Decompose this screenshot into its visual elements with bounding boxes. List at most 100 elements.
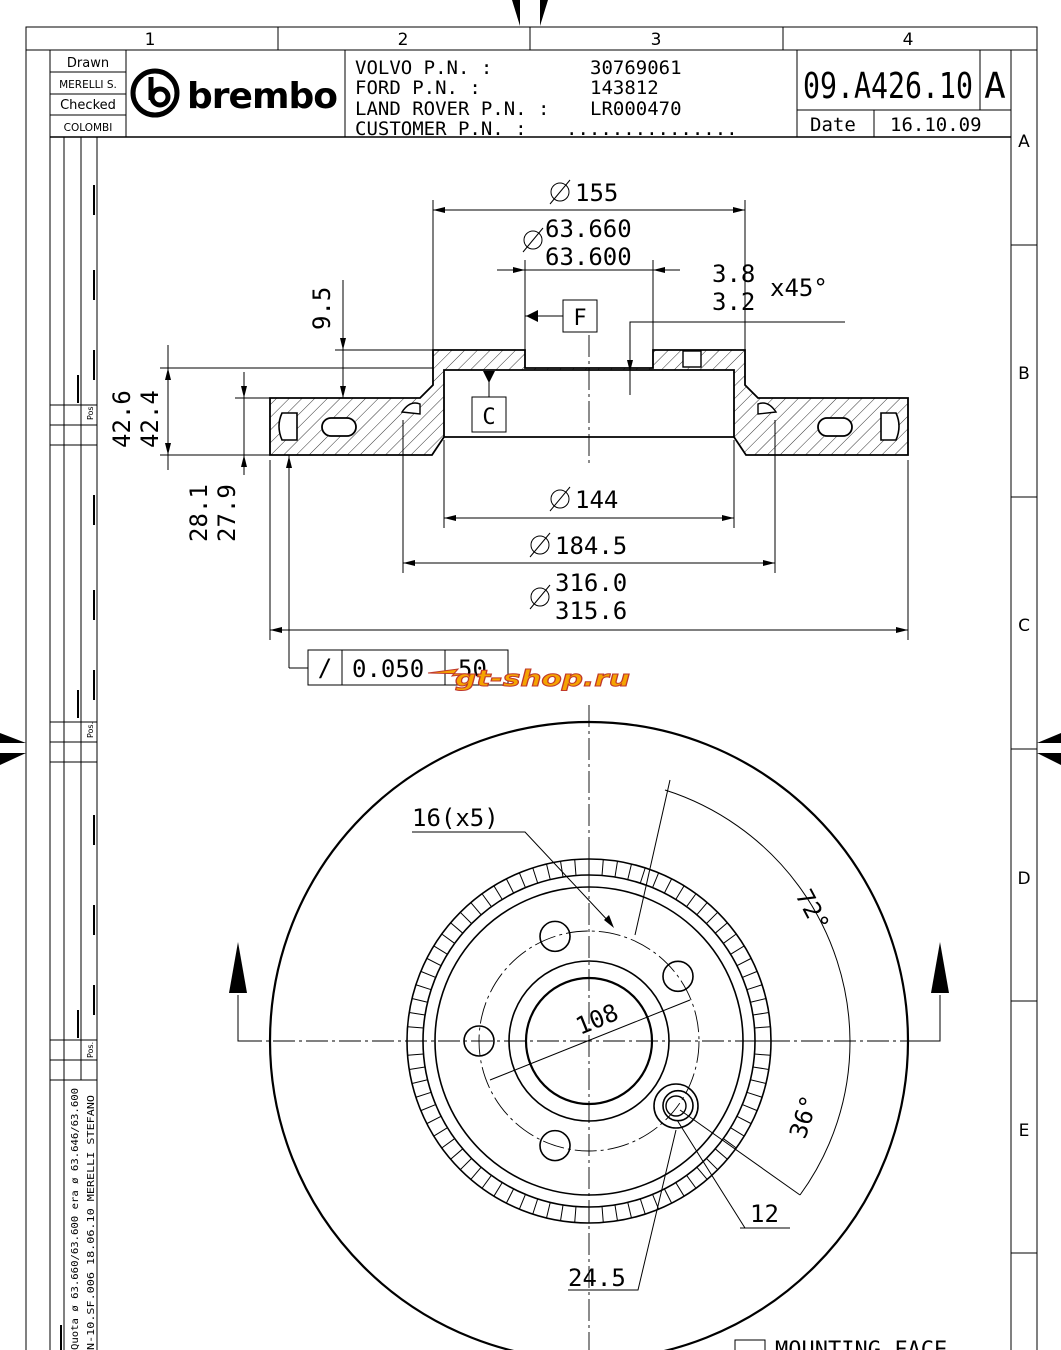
column-label-1: 1 <box>145 30 156 50</box>
tone-ring-tooth <box>409 1066 426 1070</box>
tone-ring-tooth <box>714 1148 728 1160</box>
dim-d184: 184.5 <box>555 532 627 560</box>
tone-ring-tooth <box>407 1053 424 1056</box>
title-block: Drawn MERELLI S. Checked COLOMBI brembo … <box>49 50 1011 1350</box>
diameter-symbol-icon <box>529 584 551 610</box>
tone-ring-tooth <box>754 1053 771 1056</box>
tone-ring-tooth <box>752 1012 769 1016</box>
tone-ring-tooth <box>407 1026 424 1029</box>
tone-ring-tooth <box>663 1188 673 1204</box>
landrover-pn: LR000470 <box>590 98 682 120</box>
brembo-logo-icon <box>130 68 180 118</box>
tone-ring-tooth <box>752 1066 769 1070</box>
tone-ring-tooth <box>601 1206 604 1223</box>
tone-ring-tooth <box>560 1204 564 1221</box>
tone-ring-tooth <box>614 1204 618 1221</box>
cooling-vane-slot <box>321 417 357 437</box>
wheel-bolt-hole <box>539 920 571 953</box>
tone-ring-tooth <box>532 867 539 884</box>
disc-outer-edge <box>268 720 910 1350</box>
tone-ring-tooth <box>411 1079 428 1084</box>
datum-c-label: C <box>482 405 495 430</box>
tone-ring-tooth <box>706 1158 719 1171</box>
pos-label-3: Pos. <box>86 1042 95 1058</box>
tone-ring-tooth <box>627 1202 632 1219</box>
date-value: 16.10.09 <box>890 114 982 136</box>
view-arrow-right-icon <box>915 942 949 1042</box>
runout-reference: 50 <box>458 655 487 683</box>
pos-label-1: Pos. <box>86 404 95 420</box>
column-label-3: 3 <box>651 30 662 50</box>
runout-value: 0.050 <box>352 655 424 683</box>
tone-ring-tooth <box>481 893 492 907</box>
column-label-4: 4 <box>903 30 914 50</box>
tone-ring-tooth <box>652 872 660 888</box>
tone-ring-tooth <box>415 1091 432 1098</box>
tone-ring-tooth <box>433 945 448 955</box>
diameter-symbol-icon <box>549 486 571 512</box>
tone-ring-teeth <box>407 859 771 1223</box>
row-label-d: D <box>1017 869 1030 889</box>
tone-ring-tooth <box>706 911 719 924</box>
tone-ring-tooth <box>723 1138 737 1149</box>
dim-thickness-min: 27.9 <box>213 484 241 542</box>
tone-ring-tooth <box>754 1026 771 1029</box>
tone-ring-tooth <box>723 933 737 944</box>
tone-ring-tooth <box>459 1158 472 1171</box>
brembo-wordmark: brembo <box>187 76 337 117</box>
dim-angle-72: 72° <box>790 885 835 936</box>
row-label-e: E <box>1019 1121 1030 1141</box>
tone-ring-tooth <box>574 1206 577 1223</box>
center-bore <box>524 976 654 1106</box>
tone-ring-tooth <box>742 970 758 978</box>
customer-pn: ............... <box>566 118 738 140</box>
revision-strip: Pos. Pos. Pos. Quota ø 63.660/63.600 era… <box>50 137 98 1350</box>
tone-ring-tooth <box>574 859 577 876</box>
dim-hat-height: 9.5 <box>308 287 336 330</box>
tone-ring-tooth <box>696 902 708 916</box>
tone-ring-tooth <box>730 1127 745 1137</box>
tone-ring-tooth <box>470 902 482 916</box>
tone-ring-tooth <box>686 893 697 907</box>
revision-letter: A <box>984 66 1006 107</box>
dim-angle-36: 36° <box>784 1092 824 1142</box>
pos-label-2: Pos. <box>86 722 95 738</box>
landrover-label: LAND ROVER P.N. : <box>355 98 549 120</box>
runout-tolerance-frame <box>307 649 509 686</box>
tone-ring-tooth <box>426 1115 442 1125</box>
checked-by: COLOMBI <box>64 122 113 134</box>
tone-ring-tooth <box>750 1079 767 1084</box>
front-view: 16(x5) 108 72° 36° 12 24.5 MOUNTING <box>229 705 949 1350</box>
cooling-vane-slot <box>817 417 853 437</box>
tone-ring-tooth <box>518 872 526 888</box>
dim-od-min: 315.6 <box>555 597 627 625</box>
drawing-number: 09.A426.10 <box>803 66 973 107</box>
dim-small-hole: 12 <box>750 1200 779 1228</box>
dim-pcd: 108 <box>572 998 623 1040</box>
tone-ring-tooth <box>675 885 685 900</box>
tone-ring-tooth <box>627 863 632 880</box>
ford-label: FORD P.N. : <box>355 77 481 99</box>
dim-bore-max: 63.660 <box>545 215 632 243</box>
column-label-2: 2 <box>398 30 409 50</box>
tone-ring-tooth <box>420 1104 436 1112</box>
tone-ring-tooth <box>546 1202 551 1219</box>
dim-d144: 144 <box>575 486 618 514</box>
drawn-label: Drawn <box>67 56 109 71</box>
watermark-text: gt-shop.ru <box>455 667 630 692</box>
tone-ring-tooth <box>546 863 551 880</box>
center-marker-left <box>0 733 26 743</box>
section-view: 155 63.660 63.600 3.8 3.2 x45° F C 9.5 <box>108 179 909 686</box>
row-label-c: C <box>1018 616 1030 636</box>
row-label-b: B <box>1018 364 1030 384</box>
tone-ring-tooth <box>746 1091 763 1098</box>
tone-ring-tooth <box>736 1115 752 1125</box>
wheel-bolt-hole <box>662 960 694 993</box>
tone-ring-tooth <box>686 1175 697 1189</box>
tone-ring-tooth <box>639 1198 646 1215</box>
locating-hole-inner <box>665 1095 687 1117</box>
dim-od-max: 316.0 <box>555 569 627 597</box>
tone-ring-tooth <box>459 911 472 924</box>
watermark-logo-icon: gt-shop.ru <box>427 667 631 693</box>
